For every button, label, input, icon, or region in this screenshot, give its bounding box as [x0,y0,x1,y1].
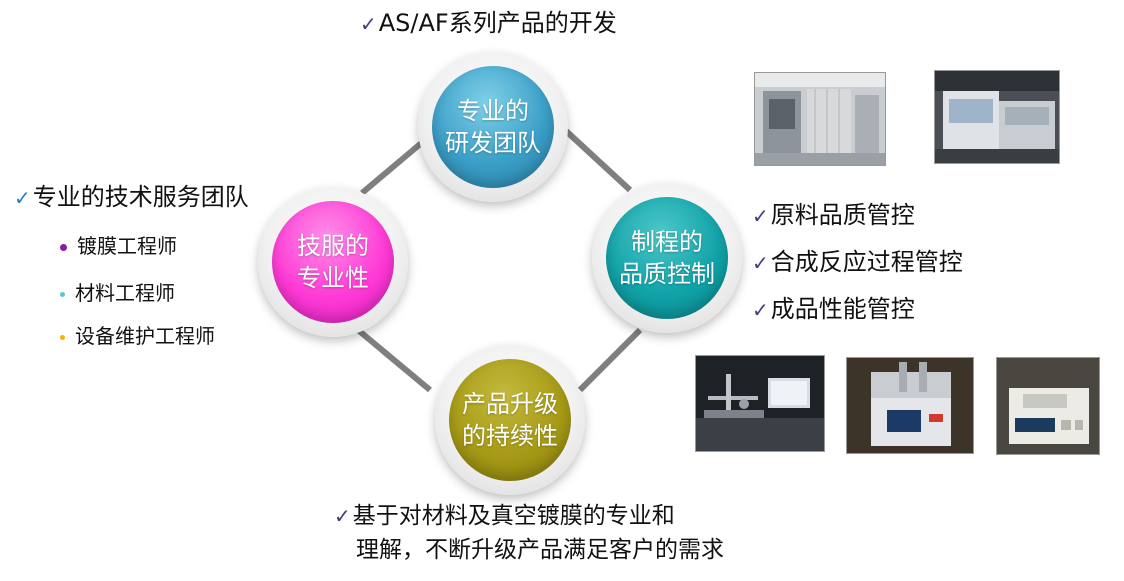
right-item-text: 成品性能管控 [770,295,915,323]
connector-process-upgrade [577,327,643,393]
bottom-note-text: 理解，不断升级产品满足客户的需求 [356,537,724,563]
left-item-text: 镀膜工程师 [77,234,177,258]
checkmark-icon: ✓ [752,298,769,322]
checkmark-icon: ✓ [14,186,31,210]
connector-rd-process [562,127,633,193]
top-note: ✓AS/AF系列产品的开发 [360,6,617,41]
bottom-note-text: 基于对材料及真空镀膜的专业和 [352,503,675,529]
upgrade-node: 产品升级 的持续性 [435,345,585,495]
bullet-dot-icon [60,335,65,340]
vacuum-chamber-image [755,73,885,165]
service-label: 技服的 专业性 [297,232,369,292]
top-note-text: AS/AF系列产品的开发 [378,9,617,37]
left-item-text: 设备维护工程师 [75,324,215,348]
bottom-note-line1: ✓基于对材料及真空镀膜的专业和 [334,499,675,533]
bottom-note-line2: 理解，不断升级产品满足客户的需求 [356,533,724,567]
coating-line-image [935,71,1059,163]
right-item: ✓成品性能管控 [752,292,915,327]
left-item: 材料工程师 [60,277,175,306]
connector-service-upgrade [356,327,432,393]
rd-team-node: 专业的 研发团队 [418,52,568,202]
checkmark-icon: ✓ [752,204,769,228]
left-item-text: 材料工程师 [75,281,175,305]
left-item: 镀膜工程师 [60,230,177,259]
rd-team-label: 专业的 研发团队 [445,97,541,157]
friction-tester-image [997,358,1099,454]
left-heading: ✓专业的技术服务团队 [14,180,249,215]
upgrade-circle: 产品升级 的持续性 [449,359,571,481]
right-item-text: 合成反应过程管控 [770,248,963,276]
process-circle: 制程的 品质控制 [606,197,728,319]
process-label: 制程的 品质控制 [619,228,715,288]
vacuum-chamber-photo [754,72,886,166]
bullet-dot-icon [60,244,67,251]
checkmark-icon: ✓ [360,12,377,36]
friction-tester-photo [996,357,1100,455]
process-node: 制程的 品质控制 [592,183,742,333]
right-item: ✓合成反应过程管控 [752,245,963,280]
checkmark-icon: ✓ [752,251,769,275]
abrasion-tester-photo [846,357,974,454]
contact-angle-tester-photo [695,355,825,452]
service-circle: 技服的 专业性 [272,201,394,323]
bullet-dot-icon [60,292,65,297]
contact-angle-tester-image [696,356,824,451]
right-item-text: 原料品质管控 [770,201,915,229]
service-node: 技服的 专业性 [258,187,408,337]
abrasion-tester-image [847,358,973,453]
right-item: ✓原料品质管控 [752,198,915,233]
coating-line-photo [934,70,1060,164]
upgrade-label: 产品升级 的持续性 [462,390,558,450]
left-heading-text: 专业的技术服务团队 [32,183,249,211]
checkmark-icon: ✓ [334,504,351,528]
left-item: 设备维护工程师 [60,320,215,349]
connector-rd-service [360,137,427,196]
rd-team-circle: 专业的 研发团队 [432,66,554,188]
